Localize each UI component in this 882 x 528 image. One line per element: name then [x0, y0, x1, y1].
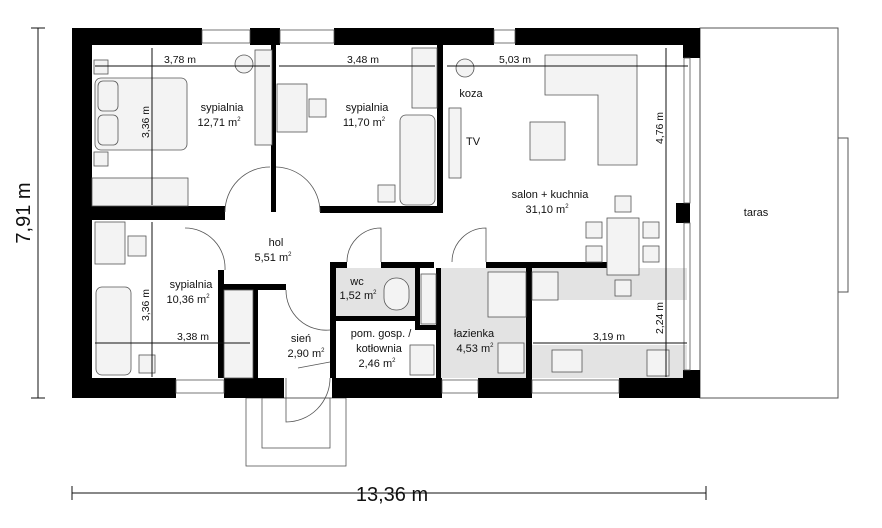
dim-bedroom1-depth: 3,36 m	[140, 106, 152, 138]
svg-text:salon + kuchnia: salon + kuchnia	[512, 189, 590, 201]
svg-text:1,52 m2: 1,52 m2	[340, 290, 378, 302]
koza-label: koza	[459, 88, 483, 100]
sink-icon	[420, 273, 437, 325]
entrance-steps	[245, 397, 347, 467]
terrace-label: taras	[744, 207, 769, 219]
svg-text:31,10 m2: 31,10 m2	[525, 204, 569, 216]
svg-text:hol: hol	[269, 237, 284, 249]
sofa-icon	[544, 54, 638, 166]
terrace	[699, 27, 849, 399]
room-hol: hol 5,51 m2	[255, 237, 293, 264]
svg-text:sypialnia: sypialnia	[201, 102, 245, 114]
dim-bedroom1-width: 3,78 m	[164, 54, 196, 66]
svg-text:10,36 m2: 10,36 m2	[166, 294, 210, 306]
room-wc: wc 1,52 m2	[340, 276, 378, 302]
room-sien: sień 2,90 m2	[288, 333, 326, 360]
svg-text:łazienka: łazienka	[454, 328, 495, 340]
svg-text:sypialnia: sypialnia	[346, 102, 390, 114]
svg-text:kotłownia: kotłownia	[356, 343, 403, 355]
svg-text:2,46 m2: 2,46 m2	[359, 358, 397, 370]
overall-width: 13,36 m	[356, 484, 428, 506]
dim-bedroom3-depth: 3,36 m	[140, 289, 152, 321]
dining-table-icon	[606, 217, 640, 276]
svg-text:pom. gosp. /: pom. gosp. /	[351, 328, 412, 340]
shower-icon	[487, 271, 527, 318]
dimension-lines	[31, 27, 707, 500]
svg-text:sień: sień	[291, 333, 311, 345]
svg-text:2,90 m2: 2,90 m2	[288, 348, 326, 360]
kitchen-sink-icon	[551, 349, 583, 373]
room-bathroom: łazienka 4,53 m2	[454, 328, 495, 355]
svg-text:4,53 m2: 4,53 m2	[457, 343, 495, 355]
svg-text:wc: wc	[349, 276, 364, 288]
tv-label: TV	[466, 136, 481, 148]
bed-icon	[95, 286, 132, 376]
chair-icon	[234, 54, 254, 74]
room-bedroom-1: sypialnia 12,71 m2	[197, 102, 244, 129]
dim-salon-width: 5,03 m	[499, 54, 531, 66]
exterior-walls	[72, 28, 700, 398]
overall-depth: 7,91 m	[13, 182, 35, 243]
stove-icon	[455, 58, 475, 78]
interior-walls	[92, 45, 630, 378]
bathtub-icon	[399, 114, 436, 206]
svg-text:5,51 m2: 5,51 m2	[255, 252, 293, 264]
toilet-icon	[383, 277, 410, 311]
room-salon-kuchnia: salon + kuchnia 31,10 m2	[512, 189, 590, 216]
room-bedroom-2: sypialnia 11,70 m2	[343, 102, 389, 129]
dim-salon-depth: 4,76 m	[654, 112, 666, 144]
windows	[175, 29, 691, 394]
dim-kitchen-depth: 2,24 m	[654, 302, 666, 334]
desk-icon	[276, 83, 308, 133]
dim-bedroom3-width: 3,38 m	[177, 331, 209, 343]
dim-bedroom2-width: 3,48 m	[347, 54, 379, 66]
cooktop-icon	[646, 349, 670, 377]
svg-text:11,70 m2: 11,70 m2	[343, 117, 386, 129]
furniture	[91, 47, 670, 379]
doors	[184, 166, 487, 423]
room-bedroom-3: sypialnia 10,36 m2	[166, 279, 213, 306]
svg-text:sypialnia: sypialnia	[170, 279, 214, 291]
coffee-table-icon	[529, 121, 566, 161]
room-utility: pom. gosp. / kotłownia 2,46 m2	[351, 328, 412, 370]
dim-kitchen-width: 3,19 m	[593, 331, 625, 343]
svg-text:12,71 m2: 12,71 m2	[197, 117, 241, 129]
